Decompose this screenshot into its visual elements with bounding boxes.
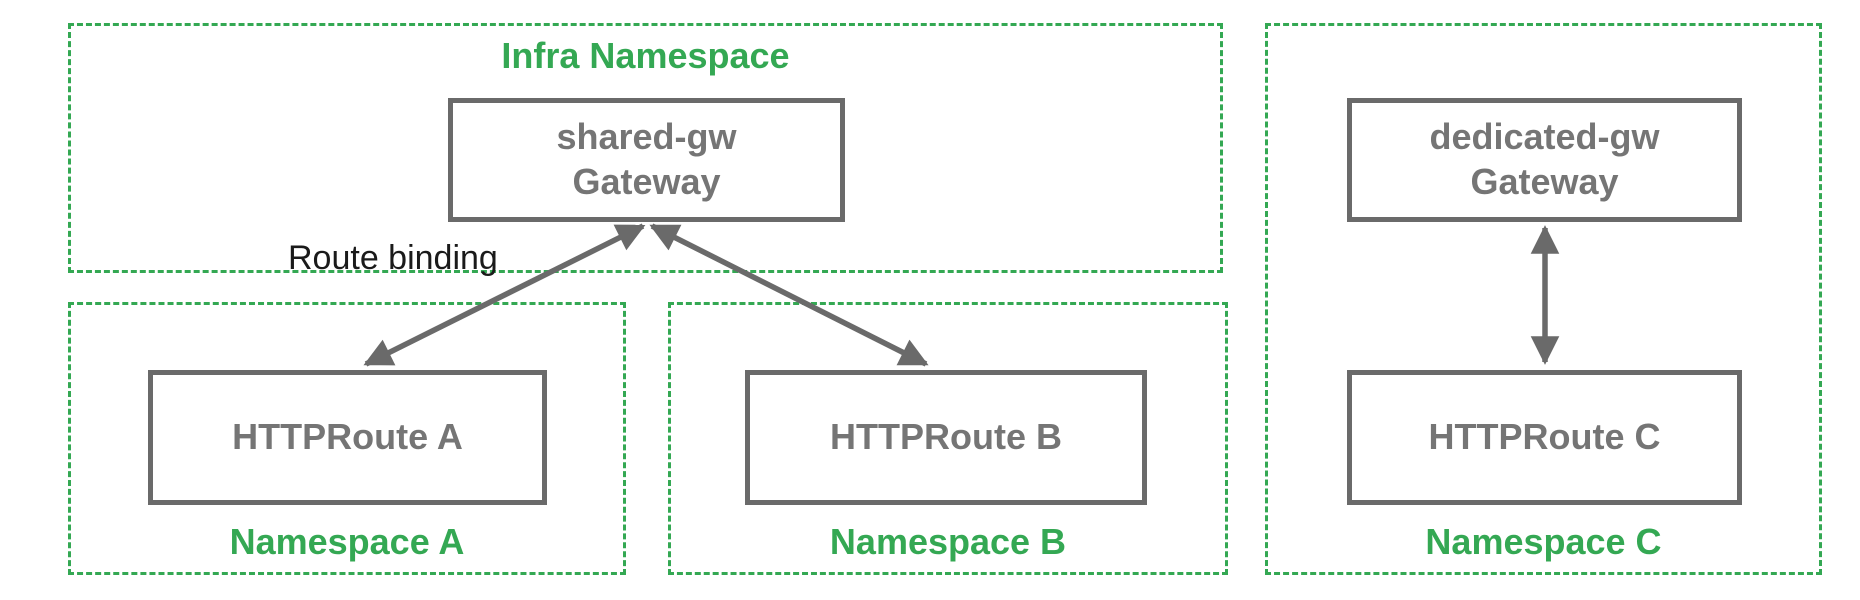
namespace-a-label: Namespace A [229,521,465,562]
httproute-c-node: HTTPRoute C [1347,370,1742,505]
namespace-a-box: Namespace A [68,302,626,575]
dedicated-gw-gateway-node: dedicated-gw Gateway [1347,98,1742,222]
shared-gw-gateway-name: shared-gw [556,116,737,158]
namespace-c-box: Namespace C [1265,23,1822,575]
httproute-a-node: HTTPRoute A [148,370,547,505]
httproute-c-label: HTTPRoute C [1428,416,1661,458]
namespace-b-label: Namespace B [829,521,1067,562]
dedicated-gw-gateway-name: dedicated-gw [1429,116,1660,158]
shared-gw-gateway-node: shared-gw Gateway [448,98,845,222]
httproute-b-node: HTTPRoute B [745,370,1147,505]
route-binding-annotation: Route binding [288,239,498,277]
httproute-a-label: HTTPRoute A [232,416,463,458]
namespace-b-box: Namespace B [668,302,1228,575]
shared-gw-gateway-type: Gateway [572,161,721,202]
namespace-c-label: Namespace C [1425,521,1662,562]
dedicated-gw-gateway-type: Gateway [1470,161,1619,202]
httproute-b-label: HTTPRoute B [830,416,1062,458]
infra-namespace-label: Infra Namespace [501,35,790,76]
